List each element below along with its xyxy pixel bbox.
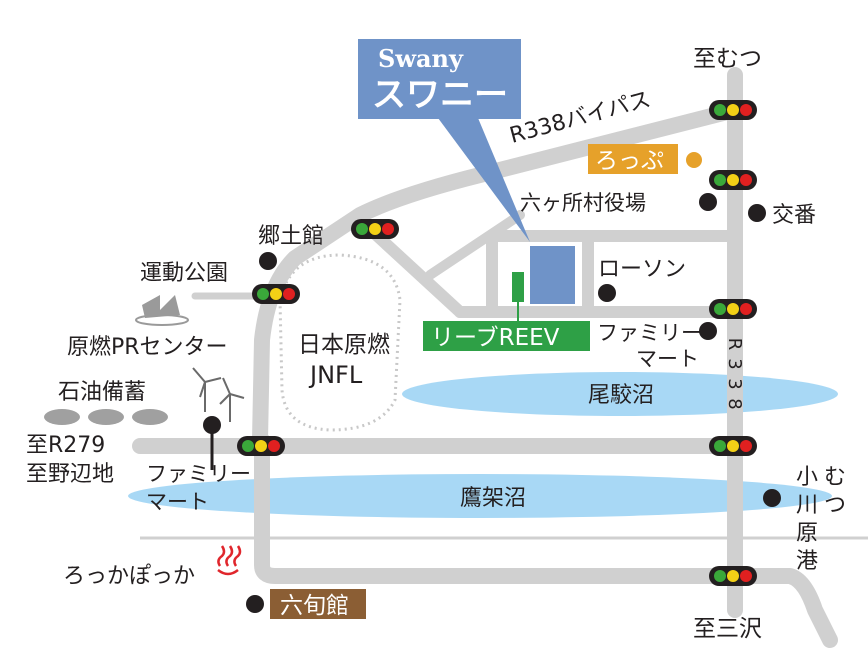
swany-store-block (530, 246, 575, 304)
road-to-misawa (727, 568, 838, 648)
oil-reserve-label: 石油備蓄 (58, 380, 146, 405)
familymart-1-line2: マート (636, 347, 699, 371)
jnfl-site-boundary (278, 253, 402, 432)
lawson-label: ローソン (598, 257, 686, 282)
swany-name-en: Swany (378, 44, 464, 73)
familymart-2-line1: ファミリー (146, 462, 251, 486)
familymart-2-line2: マート (146, 490, 209, 514)
jnfl-name-en: JNFL (308, 361, 363, 389)
onsen-icon (217, 545, 242, 576)
undo-koen-label: 運動公園 (140, 261, 228, 286)
swany-callout-box (358, 39, 521, 119)
roppu-label: ろっぷ (595, 148, 664, 174)
village-office-marker (699, 193, 717, 211)
ogawara-char: 港 (796, 549, 818, 574)
traffic-signal (709, 436, 757, 456)
r279-direction-line1: 至R279 (26, 433, 105, 458)
mutsu-char: つ (824, 493, 846, 518)
r279-direction-line2: 至野辺地 (26, 462, 114, 487)
roppakan-label: ろっかぽっか (63, 564, 195, 589)
r338-vertical-char: R (724, 338, 745, 351)
obuchi-lake-label: 尾駮沼 (588, 383, 654, 408)
kyodokan-marker (259, 252, 277, 270)
reeve-store-block (512, 272, 524, 302)
r338-vertical-char: 8 (724, 398, 745, 409)
wind-turbine-icon (192, 367, 245, 422)
ogawara-char: 原 (796, 521, 818, 546)
swany-name-jp: スワニー (372, 75, 508, 115)
r338-vertical-char: 3 (724, 358, 745, 369)
r338-vertical-char: 3 (724, 378, 745, 389)
reeve-label-box (423, 321, 590, 351)
familymart-1-marker (699, 322, 717, 340)
traffic-signal (709, 566, 757, 586)
traffic-signal (351, 219, 399, 239)
swany-callout-pointer (438, 118, 530, 242)
ogawara-char: 川 (796, 493, 818, 518)
traffic-signal (709, 100, 757, 120)
road-west-vertical (254, 432, 743, 584)
ogawara-char: 小 (796, 465, 818, 490)
direction-mutsu: 至むつ (693, 46, 762, 72)
rokujunkan-label: 六旬館 (280, 593, 349, 619)
traffic-signals (237, 100, 757, 586)
road-network (132, 67, 838, 648)
direction-misawa: 至三沢 (693, 616, 762, 642)
takahoko-lake-label: 鷹架沼 (460, 486, 526, 511)
road-town-diagonal (425, 210, 525, 280)
pr-center-building-icon (135, 295, 189, 326)
familymart-1-line1: ファミリー (597, 321, 702, 345)
pr-center-label: 原燃PRセンター (67, 335, 228, 360)
traffic-signal (237, 436, 285, 456)
lawson-marker (598, 284, 616, 302)
lake-takahoko (128, 474, 832, 518)
traffic-signal (709, 299, 757, 319)
koban-label: 交番 (772, 203, 816, 228)
traffic-signal (709, 170, 757, 190)
jnfl-name-jp: 日本原燃 (298, 332, 390, 358)
mutsu-char: む (824, 465, 846, 490)
roppu-marker (686, 152, 702, 168)
oil-tank-icons (44, 409, 168, 425)
rokujunkan-marker (246, 595, 264, 613)
kyodokan-label: 郷土館 (258, 224, 324, 249)
roppu-label-box (588, 144, 678, 174)
koban-marker (748, 204, 766, 222)
traffic-signal (252, 284, 300, 304)
reeve-label: リーブREEV (431, 325, 560, 351)
village-office-label: 六ヶ所村役場 (520, 191, 646, 215)
rokujunkan-label-box (270, 589, 366, 619)
ogawara-marker (763, 489, 781, 507)
